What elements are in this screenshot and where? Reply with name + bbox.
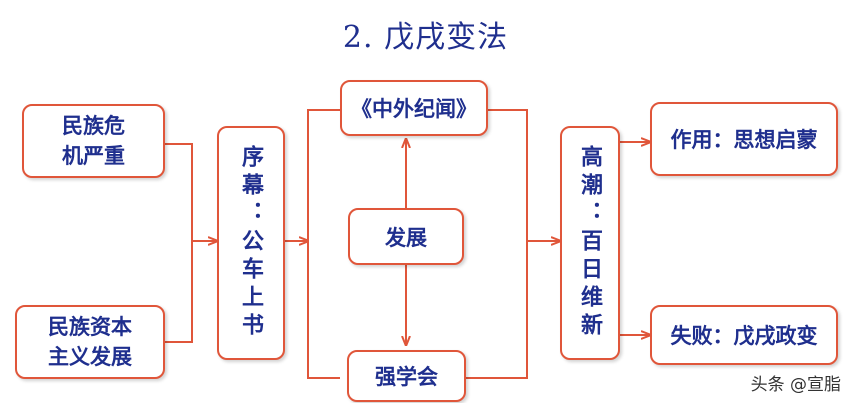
prelude-label: 序幕：公车上书 [238,145,264,341]
climax-label: 高潮：百日维新 [577,145,603,341]
effect-box: 作用：思想启蒙 [650,102,838,176]
national-crisis-box: 民族危 机严重 [22,104,165,178]
climax-box: 高潮：百日维新 [560,126,620,360]
strength-society-box: 强学会 [347,350,466,402]
newspaper-box: 《中外纪闻》 [340,80,488,136]
page-title: 2. 戊戌变法 [342,20,509,55]
national-capitalism-box: 民族资本 主义发展 [15,305,165,379]
middle-right-bracket [466,109,528,379]
watermark: 头条 @宣脂 [750,375,841,395]
left-bracket-line [165,143,193,343]
failure-box: 失败：戊戌政变 [650,305,838,365]
develop-box: 发展 [348,208,464,265]
prelude-box: 序幕：公车上书 [217,126,285,360]
middle-left-bracket [307,109,340,379]
